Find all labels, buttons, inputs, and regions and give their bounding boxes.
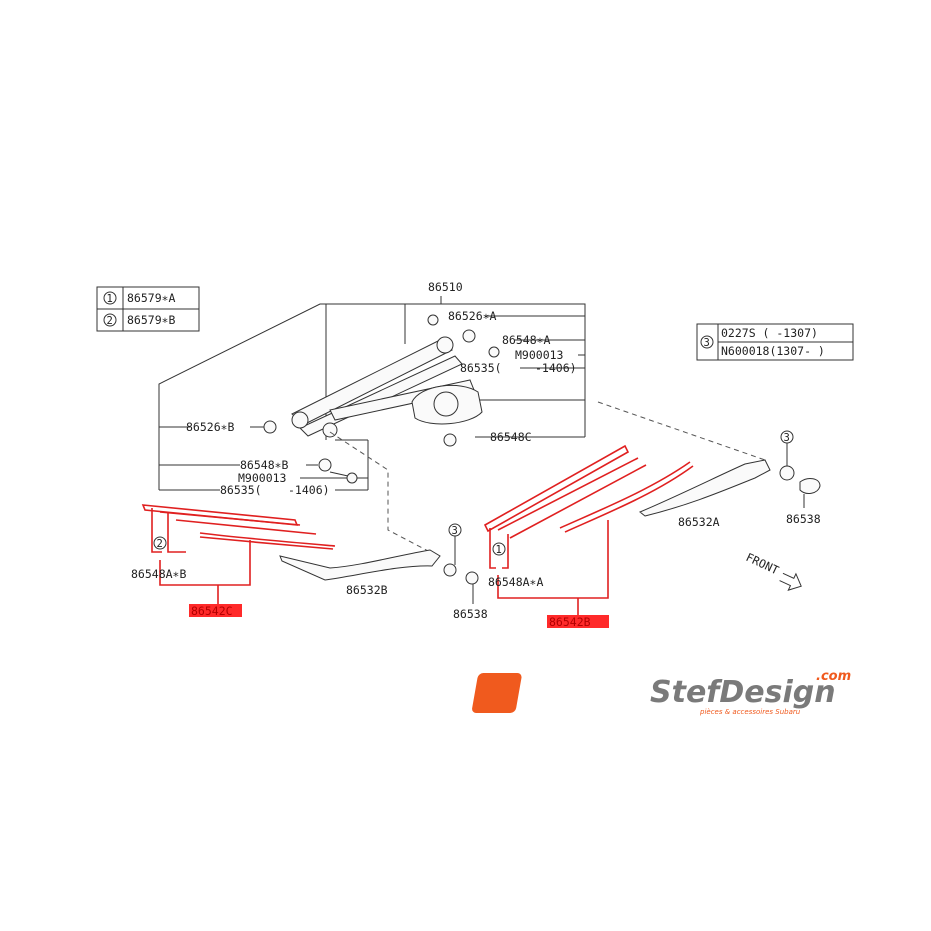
right-blade-group: 1 86542B 86548A∗A: [483, 444, 694, 629]
label-bolt-top-range-b: -1406): [535, 361, 577, 375]
label-cap-b: 86526∗B: [186, 420, 235, 434]
label-nut-a: 86548∗A: [502, 333, 551, 347]
right-wiper-arm: 3 86532A 86538: [639, 430, 821, 529]
label-bolt-top-range-a: 86535(: [460, 361, 502, 375]
label-front: FRONT: [744, 550, 781, 577]
callout-legend-left: 1 86579∗A 2 86579∗B: [96, 286, 200, 332]
logo-domain: .com: [816, 669, 851, 684]
label-arm-right: 86532A: [678, 515, 720, 529]
svg-text:SJ: SJ: [602, 681, 628, 709]
logo-sd-badge-icon: [472, 673, 522, 713]
linkage-frame: [158, 296, 586, 491]
label-cover-right: 86538: [786, 512, 821, 526]
label-bolt-low: M900013: [238, 471, 287, 485]
label-arm-left: 86532B: [346, 583, 388, 597]
hardware: [263, 329, 500, 484]
legend-part-1: 86579∗A: [127, 291, 176, 305]
blade-left-highlight: [189, 604, 242, 617]
legend-line-2: N600018(1307- ): [721, 344, 825, 358]
stefdesign-logo: SJ StefDesign .com pièces & accessoires …: [472, 669, 851, 716]
label-nut-b: 86548∗B: [240, 458, 289, 472]
blade-right-highlight: [547, 615, 609, 628]
front-arrow-icon: [779, 572, 802, 591]
legend-line-1: 0227S ( -1307): [721, 326, 818, 340]
front-direction-indicator: FRONT: [744, 550, 802, 591]
marker-3-mid: 3: [452, 525, 458, 537]
label-blade-right: 86542B: [549, 615, 591, 629]
label-cap-c: 86548C: [490, 430, 532, 444]
left-wiper-arm: 3 86532B 86538: [279, 523, 488, 621]
legend-marker-1: 1: [107, 293, 113, 305]
legend-marker-2: 2: [107, 315, 113, 327]
label-blade-left: 86542C: [191, 604, 233, 618]
marker-2: 2: [157, 538, 163, 550]
label-refill-left: 86548A∗B: [131, 567, 186, 581]
label-bolt-low-range-a: 86535(: [220, 483, 262, 497]
wiper-linkage: [291, 314, 483, 447]
dashed-links: [329, 401, 766, 553]
label-refill-right: 86548A∗A: [488, 575, 543, 589]
label-cover-mid: 86538: [453, 607, 488, 621]
callout-legend-right: 3 0227S ( -1307) N600018(1307- ): [696, 323, 854, 361]
label-bolt-low-range-b: -1406): [288, 483, 330, 497]
label-bolt-top: M900013: [515, 348, 564, 362]
legend-marker-3: 3: [704, 337, 710, 349]
logo-brand: StefDesign: [650, 675, 836, 710]
label-cap-a: 86526∗A: [448, 309, 497, 323]
marker-3-right: 3: [784, 432, 790, 444]
left-blade-group: 2 86542C 86548A∗B: [131, 504, 336, 618]
legend-part-2: 86579∗B: [127, 313, 176, 327]
logo-tagline: pièces & accessoires Subaru: [699, 708, 801, 716]
label-motor-assembly: 86510: [428, 280, 463, 294]
marker-1: 1: [496, 544, 502, 556]
